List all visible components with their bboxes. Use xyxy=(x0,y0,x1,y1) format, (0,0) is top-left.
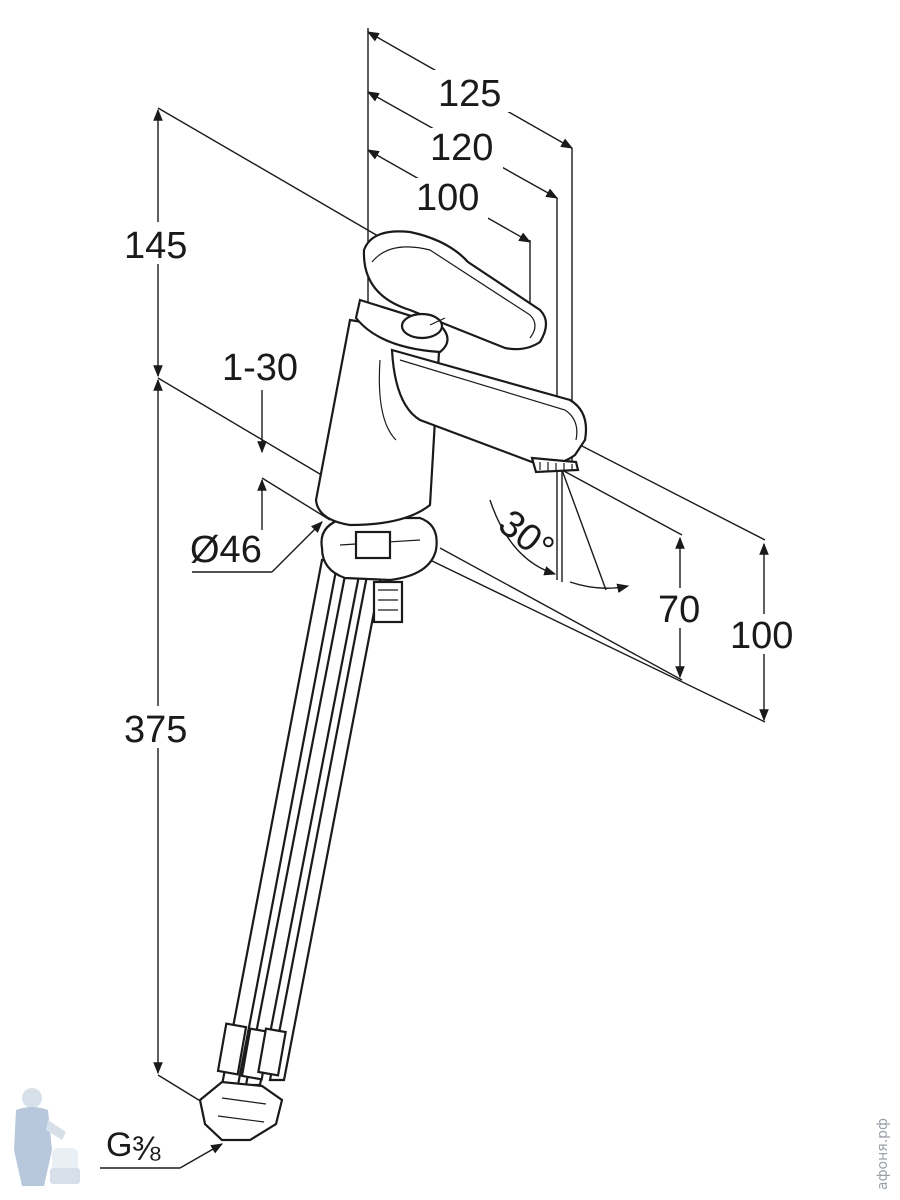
ext-line-mid xyxy=(157,377,331,481)
ext-line-top xyxy=(157,107,379,237)
ext-line-deck xyxy=(261,477,331,521)
dim-right-group: 70 100 xyxy=(429,444,804,723)
dim-label-1-30: 1-30 xyxy=(222,347,298,389)
leader-g38-diagonal xyxy=(179,1143,224,1169)
dim-deck-group: 1-30 xyxy=(222,347,331,530)
dim-label-30deg: 30° xyxy=(490,502,561,570)
dim-label-125: 125 xyxy=(438,73,501,115)
hose-nut xyxy=(198,1080,284,1142)
leader-d46-diagonal xyxy=(271,521,323,573)
dim-thread-group: G ⅜ xyxy=(100,1126,224,1169)
dim-label-d46: Ø46 xyxy=(190,529,262,571)
lever-pivot xyxy=(400,312,444,340)
dim-angle-group: 30° xyxy=(489,469,630,593)
dim-label-375: 375 xyxy=(124,709,187,751)
dim-left-group: 145 375 xyxy=(118,107,379,1111)
angle-arc-right xyxy=(569,581,630,593)
site-watermark: афоня.рф xyxy=(875,1118,891,1190)
dim-diameter-group: Ø46 xyxy=(190,521,323,573)
dim-label-70: 70 xyxy=(658,589,700,631)
dim-label-145: 145 xyxy=(124,225,187,267)
angle-arc-left xyxy=(489,499,557,576)
hose-middle xyxy=(244,558,364,1087)
threaded-stud xyxy=(372,580,404,624)
ext-line-70-bottom xyxy=(439,547,683,681)
dim-label-100-top: 100 xyxy=(416,177,479,219)
thread-label-fraction: ⅜ xyxy=(132,1130,161,1168)
spout-angled-axis xyxy=(561,469,607,591)
dim-label-120: 120 xyxy=(430,127,493,169)
ext-line-70-top xyxy=(561,469,683,536)
ext-line-100-right-bottom xyxy=(429,559,766,723)
ext-line-100-right-top xyxy=(579,444,766,541)
plumber-logo xyxy=(14,1088,80,1186)
hose-fittings xyxy=(198,1022,287,1142)
faucet-body xyxy=(198,230,588,1142)
thread-label-g: G xyxy=(106,1126,132,1164)
dim-top-group: 125 120 100 xyxy=(366,28,574,580)
lever-handle xyxy=(362,230,548,351)
mounting-bracket xyxy=(354,530,392,560)
dim-label-100-right: 100 xyxy=(730,615,793,657)
aerator xyxy=(530,456,580,474)
